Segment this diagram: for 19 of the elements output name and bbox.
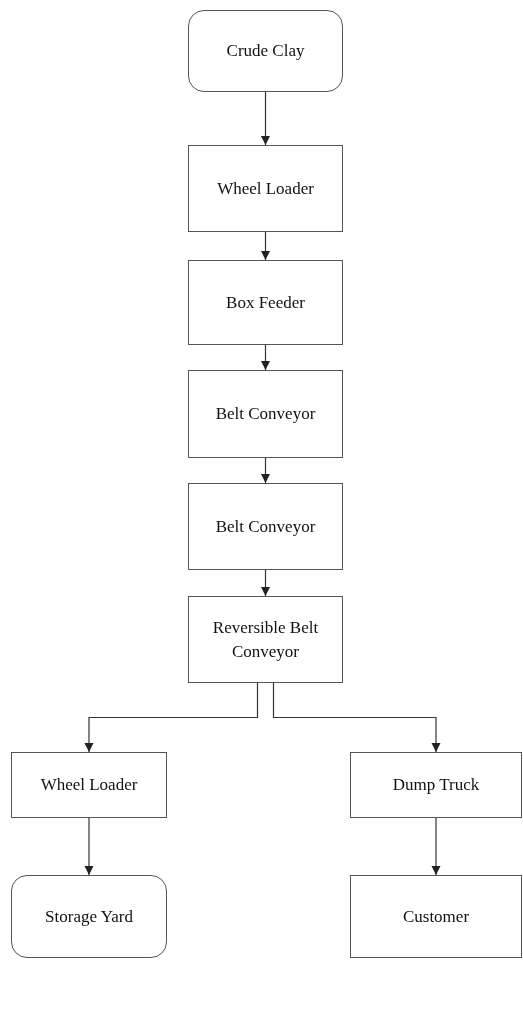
arrow bbox=[261, 457, 270, 484]
arrow bbox=[261, 91, 270, 146]
arrow bbox=[84, 817, 94, 876]
process-box: Wheel Loader bbox=[11, 752, 167, 818]
process-box: Belt Conveyor bbox=[188, 483, 343, 570]
process-box: Customer bbox=[350, 875, 522, 958]
arrow bbox=[261, 569, 270, 597]
arrow bbox=[272, 682, 441, 753]
process-box: Dump Truck bbox=[350, 752, 522, 818]
process-box: Reversible Belt Conveyor bbox=[188, 596, 343, 683]
arrow bbox=[261, 231, 270, 261]
terminal-box: Crude Clay bbox=[188, 10, 343, 92]
arrow bbox=[431, 817, 441, 876]
process-box: Belt Conveyor bbox=[188, 370, 343, 458]
arrow bbox=[261, 344, 270, 371]
terminal-box: Storage Yard bbox=[11, 875, 167, 958]
process-box: Wheel Loader bbox=[188, 145, 343, 232]
process-box: Box Feeder bbox=[188, 260, 343, 345]
arrow bbox=[84, 682, 259, 753]
